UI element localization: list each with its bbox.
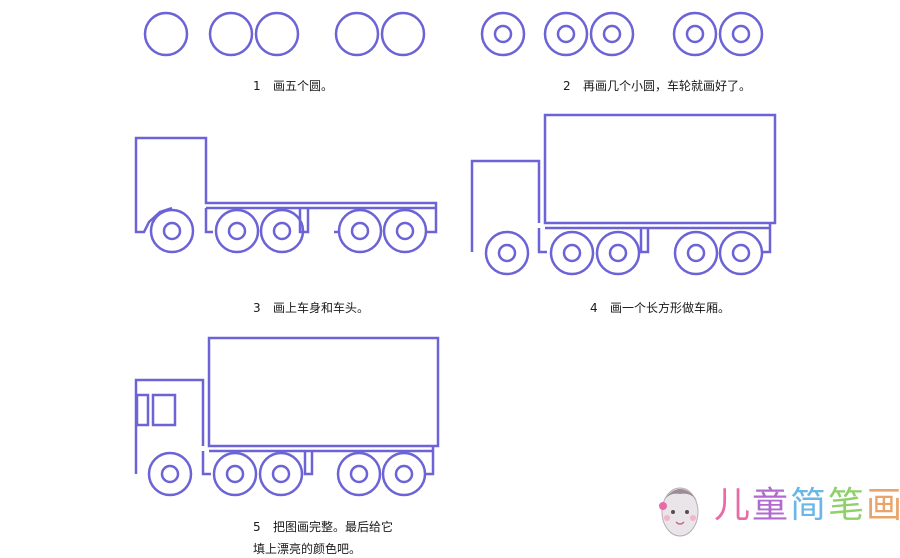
step3-truck — [134, 136, 438, 254]
brand-logo-text: 儿童简笔画 — [713, 486, 900, 526]
wheel-outer — [254, 11, 300, 57]
wheel-outer — [208, 11, 254, 57]
step1-wheels — [143, 11, 426, 57]
brand-char: 画 — [865, 485, 900, 526]
wheel-outer — [380, 11, 426, 57]
wheel-outer — [334, 11, 380, 57]
step2-wheels — [480, 11, 764, 57]
brand-char: 简 — [789, 485, 826, 526]
wheel-outer — [143, 11, 189, 57]
step5-truck — [134, 336, 440, 497]
brand-char: 童 — [751, 485, 788, 526]
step4-truck — [470, 113, 777, 276]
brand-char: 笔 — [827, 485, 864, 526]
girl-face-icon — [659, 487, 699, 537]
brand-char: 儿 — [713, 485, 750, 526]
